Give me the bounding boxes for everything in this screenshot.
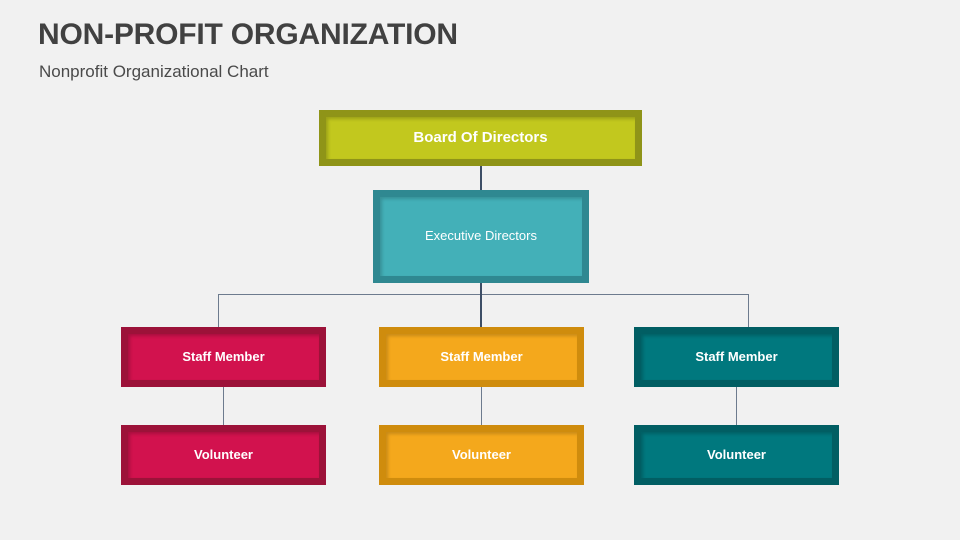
node-staff-member-right-fill xyxy=(641,334,832,380)
node-staff-member-right[interactable]: Staff Member xyxy=(634,327,839,387)
node-executive-directors-label: Executive Directors xyxy=(425,228,537,244)
node-staff-member-middle-label: Staff Member xyxy=(440,348,523,364)
node-staff-member-left-label: Staff Member xyxy=(182,348,265,364)
node-staff-member-right-label: Staff Member xyxy=(695,348,778,364)
node-volunteer-middle[interactable]: Volunteer xyxy=(379,425,584,485)
node-volunteer-right-label: Volunteer xyxy=(707,446,766,462)
node-staff-member-left[interactable]: Staff Member xyxy=(121,327,326,387)
page-title: NON-PROFIT ORGANIZATION xyxy=(38,18,458,51)
connector-bar-to-staff-left xyxy=(218,294,219,327)
connector-staff-to-volunteer-right xyxy=(736,387,737,425)
node-volunteer-right[interactable]: Volunteer xyxy=(634,425,839,485)
connector-bar-to-staff-right xyxy=(748,294,749,327)
node-volunteer-middle-label: Volunteer xyxy=(452,446,511,462)
node-volunteer-middle-fill xyxy=(386,432,577,478)
node-board-of-directors[interactable]: Board Of Directors xyxy=(319,110,642,166)
node-staff-member-middle[interactable]: Staff Member xyxy=(379,327,584,387)
node-volunteer-left[interactable]: Volunteer xyxy=(121,425,326,485)
node-executive-directors[interactable]: Executive Directors xyxy=(373,190,589,283)
connector-staff-to-volunteer-mid xyxy=(481,387,482,425)
connector-horizontal-bar xyxy=(218,294,749,295)
node-volunteer-left-label: Volunteer xyxy=(194,446,253,462)
node-staff-member-left-fill xyxy=(128,334,319,380)
node-volunteer-right-fill xyxy=(641,432,832,478)
node-executive-directors-fill xyxy=(380,197,582,276)
connector-staff-to-volunteer-left xyxy=(223,387,224,425)
connector-bar-to-staff-mid xyxy=(480,294,482,327)
node-board-of-directors-label: Board Of Directors xyxy=(413,128,548,146)
connector-board-to-exec xyxy=(480,166,482,191)
page-subtitle: Nonprofit Organizational Chart xyxy=(39,62,269,81)
node-staff-member-middle-fill xyxy=(386,334,577,380)
node-board-of-directors-fill xyxy=(326,117,635,159)
node-volunteer-left-fill xyxy=(128,432,319,478)
connector-exec-stem xyxy=(480,283,482,295)
